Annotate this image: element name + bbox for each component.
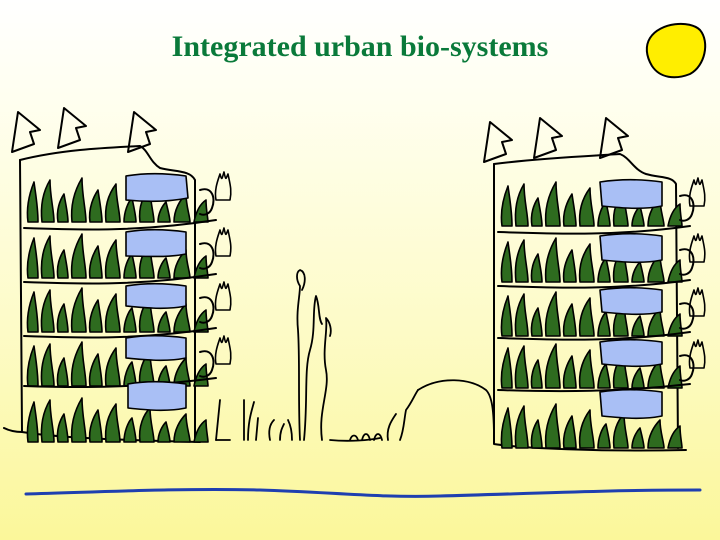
water-panel-icon	[599, 338, 663, 368]
building-left	[3, 107, 232, 443]
building-right	[483, 117, 706, 452]
water-panel-icon	[599, 388, 663, 420]
wind-turbine-icon	[57, 107, 87, 149]
water-panel-icon	[599, 286, 663, 316]
wind-turbine-icon	[11, 111, 41, 153]
water-panel-icon	[125, 172, 189, 203]
water-panel-icon	[125, 334, 187, 362]
water-panel-icon	[125, 228, 187, 258]
water-panel-icon	[599, 232, 663, 264]
river-line	[24, 487, 702, 498]
wind-turbine-icon	[483, 121, 513, 163]
water-panel-icon	[127, 380, 187, 412]
wind-turbine-icon	[533, 117, 563, 159]
water-panel-icon	[125, 282, 187, 310]
sun-icon	[645, 22, 707, 79]
water-panel-icon	[599, 178, 663, 210]
wind-turbine-icon	[599, 117, 629, 159]
ground-plants	[215, 269, 495, 442]
slide-title: Integrated urban bio-systems	[171, 30, 549, 63]
